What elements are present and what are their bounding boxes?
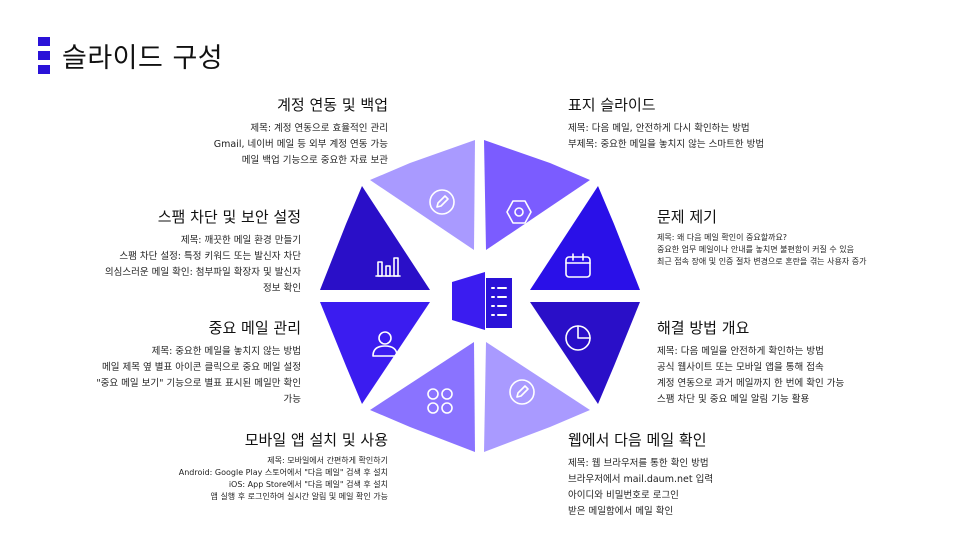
document-icon <box>452 272 512 330</box>
section-heading: 중요 메일 관리 <box>208 319 301 337</box>
section-problem: 문제 제기 제목: 왜 다음 메일 확인이 중요할까요? 중요한 업무 메일이나… <box>657 206 866 268</box>
calendar-icon <box>565 253 591 278</box>
pencil-icon <box>509 379 535 405</box>
section-line: 제목: 왜 다음 메일 확인이 중요할까요? <box>657 233 788 242</box>
petal-title-slide <box>484 140 590 250</box>
section-line: 제목: 다음 메일을 안전하게 확인하는 방법 <box>657 346 824 357</box>
section-important: 중요 메일 관리 제목: 중요한 메일을 놓치지 않는 방법 메일 제목 옆 별… <box>96 317 301 408</box>
section-line: 가능 <box>283 394 301 405</box>
section-line: 앱 실행 후 로그인하여 실시간 알림 및 메일 확인 가능 <box>210 492 388 501</box>
hexagon-icon <box>506 200 532 224</box>
section-line: 제목: 웹 브라우저를 통한 확인 방법 <box>568 458 709 469</box>
section-line: 제목: 다음 메일, 안전하게 다시 확인하는 방법 <box>568 123 750 134</box>
section-line: 최근 접속 장애 및 인증 절차 변경으로 혼란을 겪는 사용자 증가 <box>657 257 867 266</box>
section-line: Gmail, 네이버 메일 등 외부 계정 연동 가능 <box>213 139 388 150</box>
section-line: 제목: 깨끗한 메일 환경 만들기 <box>180 235 301 246</box>
section-line: 제목: 중요한 메일을 놓치지 않는 방법 <box>151 346 301 357</box>
section-line: 스팸 차단 설정: 특정 키워드 또는 발신자 차단 <box>119 251 301 262</box>
grid-icon <box>427 388 453 414</box>
pencil-icon <box>429 189 455 215</box>
section-heading: 웹에서 다음 메일 확인 <box>568 431 707 449</box>
section-heading: 계정 연동 및 백업 <box>277 96 388 114</box>
section-spam: 스팸 차단 및 보안 설정 제목: 깨끗한 메일 환경 만들기 스팸 차단 설정… <box>105 206 301 297</box>
section-line: 부제목: 중요한 메일을 놓치지 않는 스마트한 방법 <box>568 139 765 150</box>
section-line: 공식 웹사이트 또는 모바일 앱을 통해 접속 <box>657 362 824 373</box>
section-line: Android: Google Play 스토어에서 "다음 메일" 검색 후 … <box>178 468 388 477</box>
section-line: 계정 연동으로 과거 메일까지 한 번에 확인 가능 <box>657 378 845 389</box>
section-line: 메일 백업 기능으로 중요한 자료 보관 <box>241 155 388 166</box>
petal-solution <box>530 302 640 404</box>
section-line: 스팸 차단 및 중요 메일 알림 기능 활용 <box>657 394 810 405</box>
section-heading: 표지 슬라이드 <box>568 96 656 114</box>
section-line: 제목: 계정 연동으로 효율적인 관리 <box>250 123 388 134</box>
title-accent-bar <box>38 37 50 74</box>
section-line: 제목: 모바일에서 간편하게 확인하기 <box>267 456 388 465</box>
section-web: 웹에서 다음 메일 확인 제목: 웹 브라우저를 통한 확인 방법 브라우저에서… <box>568 429 713 520</box>
section-line: 중요한 업무 메일이나 안내를 놓치면 불편함이 커질 수 있음 <box>657 245 854 254</box>
section-line: 브라우저에서 mail.daum.net 입력 <box>568 474 714 485</box>
user-icon <box>372 331 398 357</box>
section-line: 정보 확인 <box>263 283 301 294</box>
section-heading: 스팸 차단 및 보안 설정 <box>157 208 301 226</box>
petal-mobile <box>370 342 475 452</box>
section-line: 메일 제목 옆 별표 아이콘 클릭으로 중요 메일 설정 <box>102 362 301 373</box>
section-line: "중요 메일 보기" 기능으로 별표 표시된 메일만 확인 <box>96 378 301 389</box>
section-heading: 문제 제기 <box>657 208 717 226</box>
section-line: 의심스러운 메일 확인: 첨부파일 확장자 및 발신자 <box>104 267 301 278</box>
petal-problem <box>530 186 640 290</box>
section-mobile: 모바일 앱 설치 및 사용 제목: 모바일에서 간편하게 확인하기 Androi… <box>179 429 388 503</box>
section-heading: 모바일 앱 설치 및 사용 <box>244 431 388 449</box>
section-title-slide: 표지 슬라이드 제목: 다음 메일, 안전하게 다시 확인하는 방법 부제목: … <box>568 94 764 153</box>
petal-backup <box>370 140 475 250</box>
section-line: 아이디와 비밀번호로 로그인 <box>568 490 679 501</box>
section-solution: 해결 방법 개요 제목: 다음 메일을 안전하게 확인하는 방법 공식 웹사이트… <box>657 317 844 408</box>
pie-chart-icon <box>565 325 591 351</box>
page-title: 슬라이드 구성 <box>62 43 224 74</box>
section-line: 받은 메일함에서 메일 확인 <box>568 506 674 517</box>
petal-web <box>484 342 590 452</box>
petal-important <box>320 302 430 404</box>
section-backup: 계정 연동 및 백업 제목: 계정 연동으로 효율적인 관리 Gmail, 네이… <box>214 94 388 169</box>
section-heading: 해결 방법 개요 <box>657 319 750 337</box>
section-line: iOS: App Store에서 "다음 메일" 검색 후 설치 <box>228 480 388 489</box>
petal-spam <box>320 186 430 290</box>
bar-chart-icon <box>375 257 401 277</box>
